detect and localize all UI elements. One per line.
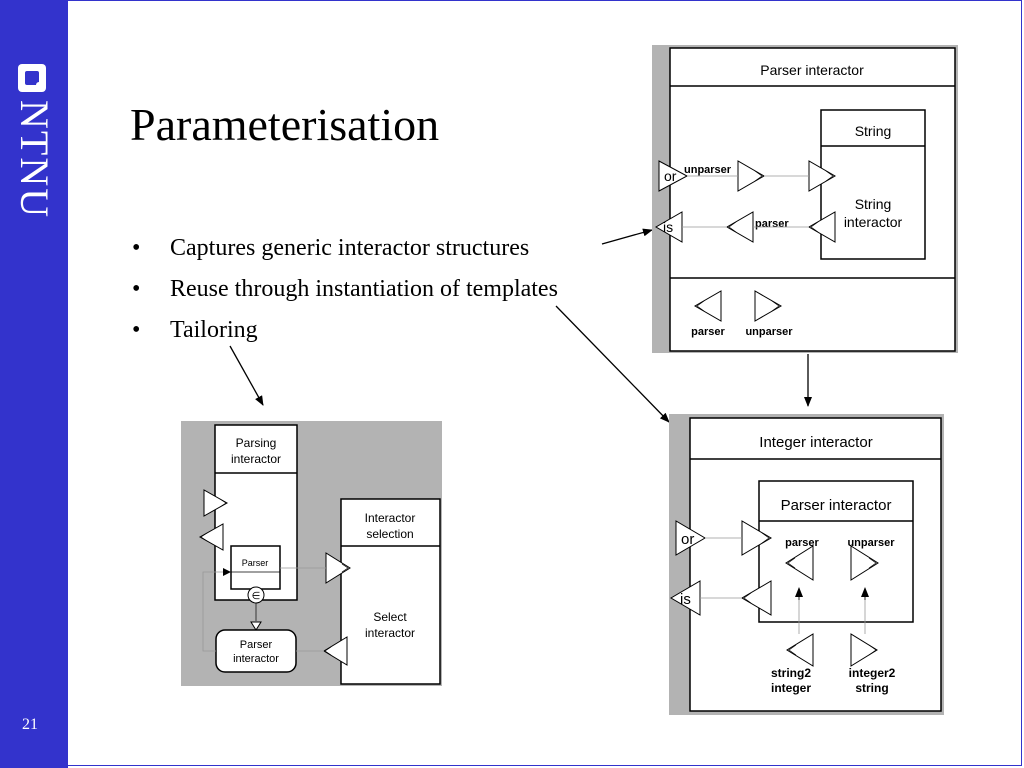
sidebar: NTNU 21	[0, 0, 68, 768]
bullet-text: Captures generic interactor structures	[170, 235, 530, 261]
slide-title: Parameterisation	[130, 99, 440, 150]
bullet-item: • Captures generic interactor structures	[130, 228, 558, 269]
bullet-text: Tailoring	[170, 317, 258, 343]
bullet-list: •Captures generic interactor structures …	[130, 228, 558, 351]
ntnu-logo-icon	[18, 64, 46, 92]
bullet-text: Reuse through instantiation of templates	[170, 276, 558, 302]
bullet-icon: •	[132, 317, 141, 343]
bullet-item: • Reuse through instantiation of template…	[130, 269, 558, 310]
ntnu-logo-text: NTNU	[12, 100, 57, 220]
slide-frame	[68, 0, 1022, 766]
slide-number: 21	[22, 716, 38, 733]
bullet-item: • Tailoring	[130, 310, 558, 351]
bullet-icon: •	[132, 276, 141, 302]
bullet-icon: •	[132, 235, 141, 261]
